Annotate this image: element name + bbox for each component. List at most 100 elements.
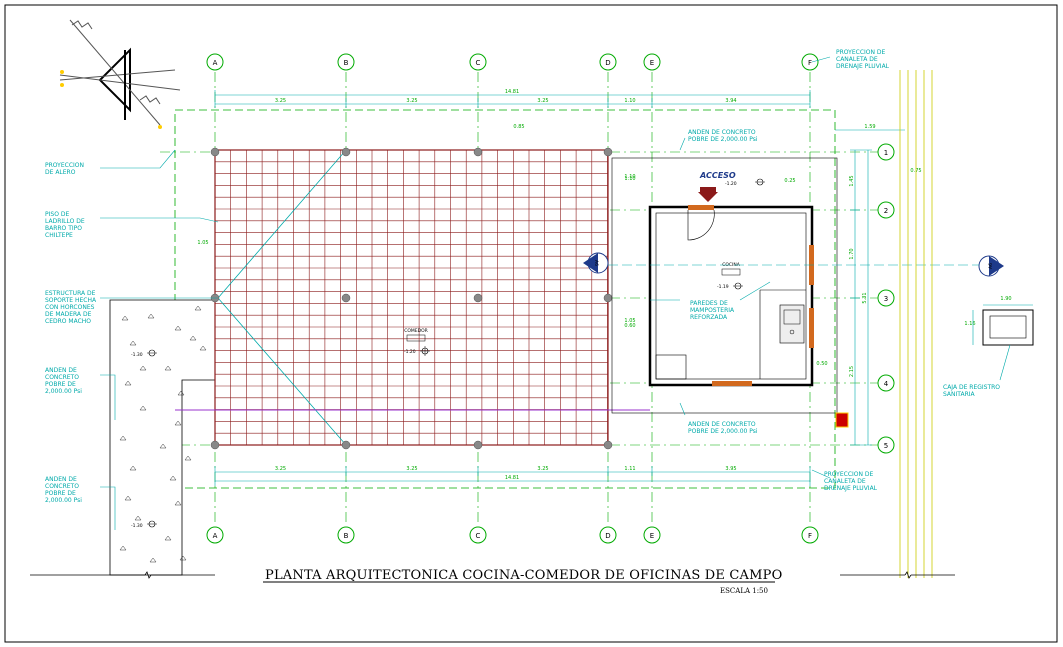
dimension-text: 1.90 [1000, 296, 1011, 302]
dimension-lines-top [214, 90, 811, 108]
grid-bubble-B-bottom: B [337, 526, 355, 544]
dimension-lines-right [835, 129, 905, 446]
dimension-text: 3.25 [537, 98, 548, 104]
pluvial-drain-channel [899, 70, 933, 578]
door-top [688, 205, 714, 210]
sheet-border [4, 4, 1058, 643]
dimension-text: 1.10 [624, 174, 635, 180]
dimension-text: 1.70 [849, 248, 855, 259]
dimension-text: 1.45 [849, 175, 855, 186]
section-mark-icon [583, 252, 1004, 277]
grid-bubble-label: B [344, 532, 349, 540]
dimension-text: 0.60 [624, 323, 635, 329]
level-marker-acceso [755, 178, 765, 186]
north-arrow-icon [59, 19, 181, 129]
grid-bubble-D-bottom: D [599, 526, 617, 544]
grid-bubble-label: B [344, 59, 349, 67]
dimension-text: 1.10 [624, 176, 635, 182]
section-mark-label: A6 [988, 263, 994, 269]
support-posts [210, 147, 613, 450]
level-marker-comedor [420, 346, 430, 356]
comedor-label: COMEDOR [404, 328, 428, 334]
grid-bubble-label: A [213, 59, 218, 67]
dimension-text-bottom: 3.25 3.25 3.25 1.11 3.95 14.81 1.45 1.70 2.15 5.3… [197, 124, 1011, 481]
cocina-room: COCINA [611, 157, 838, 414]
dimension-text: 3.25 [537, 466, 548, 472]
grid-bubble-row-5: 5 [877, 436, 895, 454]
acceso-arrow-icon [698, 187, 718, 202]
level-left1-text: -1.30 [131, 352, 143, 358]
dimension-text: 0.85 [513, 124, 524, 130]
dimension-total: 5.31 [862, 292, 868, 303]
grid-bubble-label: E [650, 532, 654, 540]
grid-bubble-C-top: C [469, 53, 487, 71]
grid-bubble-label: F [808, 59, 812, 67]
dimension-text: 3.95 [725, 466, 736, 472]
ground-lines [30, 571, 955, 579]
grid-bubble-label: C [476, 59, 481, 67]
electrical-box-icon [835, 412, 849, 428]
caja-registro-icon [972, 304, 1034, 346]
dimension-text: 3.25 [406, 466, 417, 472]
level-comedor-text: -1.20 [404, 349, 416, 355]
plan-scale: ESCALA 1:50 [720, 587, 768, 595]
window-right-2 [809, 308, 814, 348]
grid-bubble-label: A [213, 532, 218, 540]
grid-bubble-row-2: 2 [877, 201, 895, 219]
section-ref-label: A6 [593, 260, 599, 266]
grid-bubble-row-3: 3 [877, 289, 895, 307]
plan-title: PLANTA ARQUITECTONICA COCINA-COMEDOR DE … [265, 568, 782, 583]
dimension-text: 1.05 [624, 318, 635, 324]
grid-bubble-row-1: 1 [877, 143, 895, 161]
grid-bubble-label: F [808, 532, 812, 540]
dimension-text: 3.94 [725, 98, 736, 104]
grid-bubble-B-top: B [337, 53, 355, 71]
dimension-total: 14.81 [505, 89, 519, 95]
dimension-text: 1.05 [197, 240, 208, 246]
grid-bubble-F-bottom: F [801, 526, 819, 544]
grid-bubble-D-top: D [599, 53, 617, 71]
dimension-text: 1.16 [964, 321, 975, 327]
dimension-lines-bottom [214, 466, 811, 486]
grid-bubble-A-bottom: A [206, 526, 224, 544]
grid-bubble-E-bottom: E [643, 526, 661, 544]
dimension-text: 2.15 [849, 366, 855, 377]
dimension-text: 1.11 [624, 466, 635, 472]
dimension-total: 14.81 [505, 475, 519, 481]
grid-bubble-label: 3 [884, 295, 888, 303]
dimension-text: 0.50 [816, 361, 827, 367]
cocina-label: COCINA [722, 262, 741, 268]
grid-bubble-label: 2 [884, 207, 888, 215]
level-left2-text: -1.30 [131, 523, 143, 529]
window-bottom [712, 381, 752, 386]
alero-projection [174, 109, 836, 489]
grid-bubble-C-bottom: C [469, 526, 487, 544]
grid-bubble-label: 1 [884, 149, 888, 157]
grid-bubble-label: 5 [884, 442, 888, 450]
counter [655, 354, 687, 380]
grid-bubble-label: 4 [884, 380, 889, 388]
level-marker-left1 [147, 349, 157, 357]
dimension-text: 0.25 [784, 178, 795, 184]
dimension-text: 3.25 [275, 466, 286, 472]
level-marker-cocina [733, 282, 743, 290]
dimension-text: 1.59 [864, 124, 875, 130]
acceso-label: ACCESO [699, 171, 736, 180]
leader-lines [100, 56, 1011, 530]
level-acceso-text: -1.20 [725, 181, 737, 187]
level-marker-left2 [147, 520, 157, 528]
